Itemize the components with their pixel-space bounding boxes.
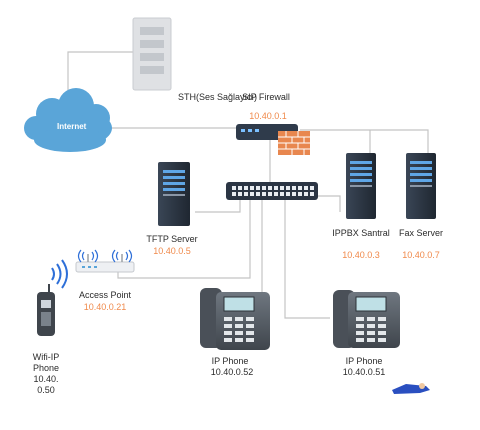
ippbx-server-icon — [346, 153, 376, 219]
tftp-server-icon — [158, 162, 190, 226]
ip-phone-1-label: IP Phone — [211, 356, 249, 366]
sth-server-icon — [132, 17, 172, 91]
internet-cloud-icon — [24, 88, 112, 152]
fax-server-icon — [406, 153, 436, 219]
tftp-server-label: TFTP Server — [146, 234, 198, 244]
ippbx-label: IPPBX Santral — [332, 228, 390, 238]
network-switch-icon — [226, 182, 318, 200]
wifi-signal-icon — [51, 259, 68, 289]
ip-phone-2-label: IP Phone — [345, 356, 383, 366]
ip-phone-1-ip: 10.40.0.52 — [210, 367, 254, 377]
internet-label: Internet — [57, 122, 87, 131]
access-point-ip: 10.40.0.21 — [83, 302, 127, 312]
tftp-server-ip: 10.40.0.5 — [153, 246, 191, 256]
ip-phone-2-ip: 10.40.0.51 — [342, 367, 386, 377]
sip-firewall-label: SIP Firewall — [242, 92, 290, 102]
ip-phone-1-icon — [200, 288, 270, 350]
wifi-phone-label-line2: Phone — [32, 363, 60, 373]
wifi-phone-ip-line2: 0.50 — [37, 385, 55, 395]
sip-firewall-ip: 10.40.0.1 — [249, 111, 287, 121]
connection-lines — [67, 51, 429, 321]
access-point-icon — [75, 249, 135, 273]
ippbx-ip: 10.40.0.3 — [342, 250, 380, 260]
fax-server-ip: 10.40.0.7 — [402, 250, 440, 260]
fax-server-label: Fax Server — [398, 228, 444, 238]
wifi-phone-icon — [37, 284, 55, 336]
sip-firewall-icon — [236, 124, 310, 155]
wifi-phone-label-line1: Wifi-IP — [32, 352, 60, 362]
wifi-phone-ip-line1: 10.40. — [33, 374, 59, 384]
ip-phone-2-icon — [333, 290, 400, 348]
access-point-label: Access Point — [78, 290, 132, 300]
sth-label: STH(Ses Sağlayıcı) — [178, 92, 258, 102]
decorative-figure-icon — [392, 383, 430, 394]
